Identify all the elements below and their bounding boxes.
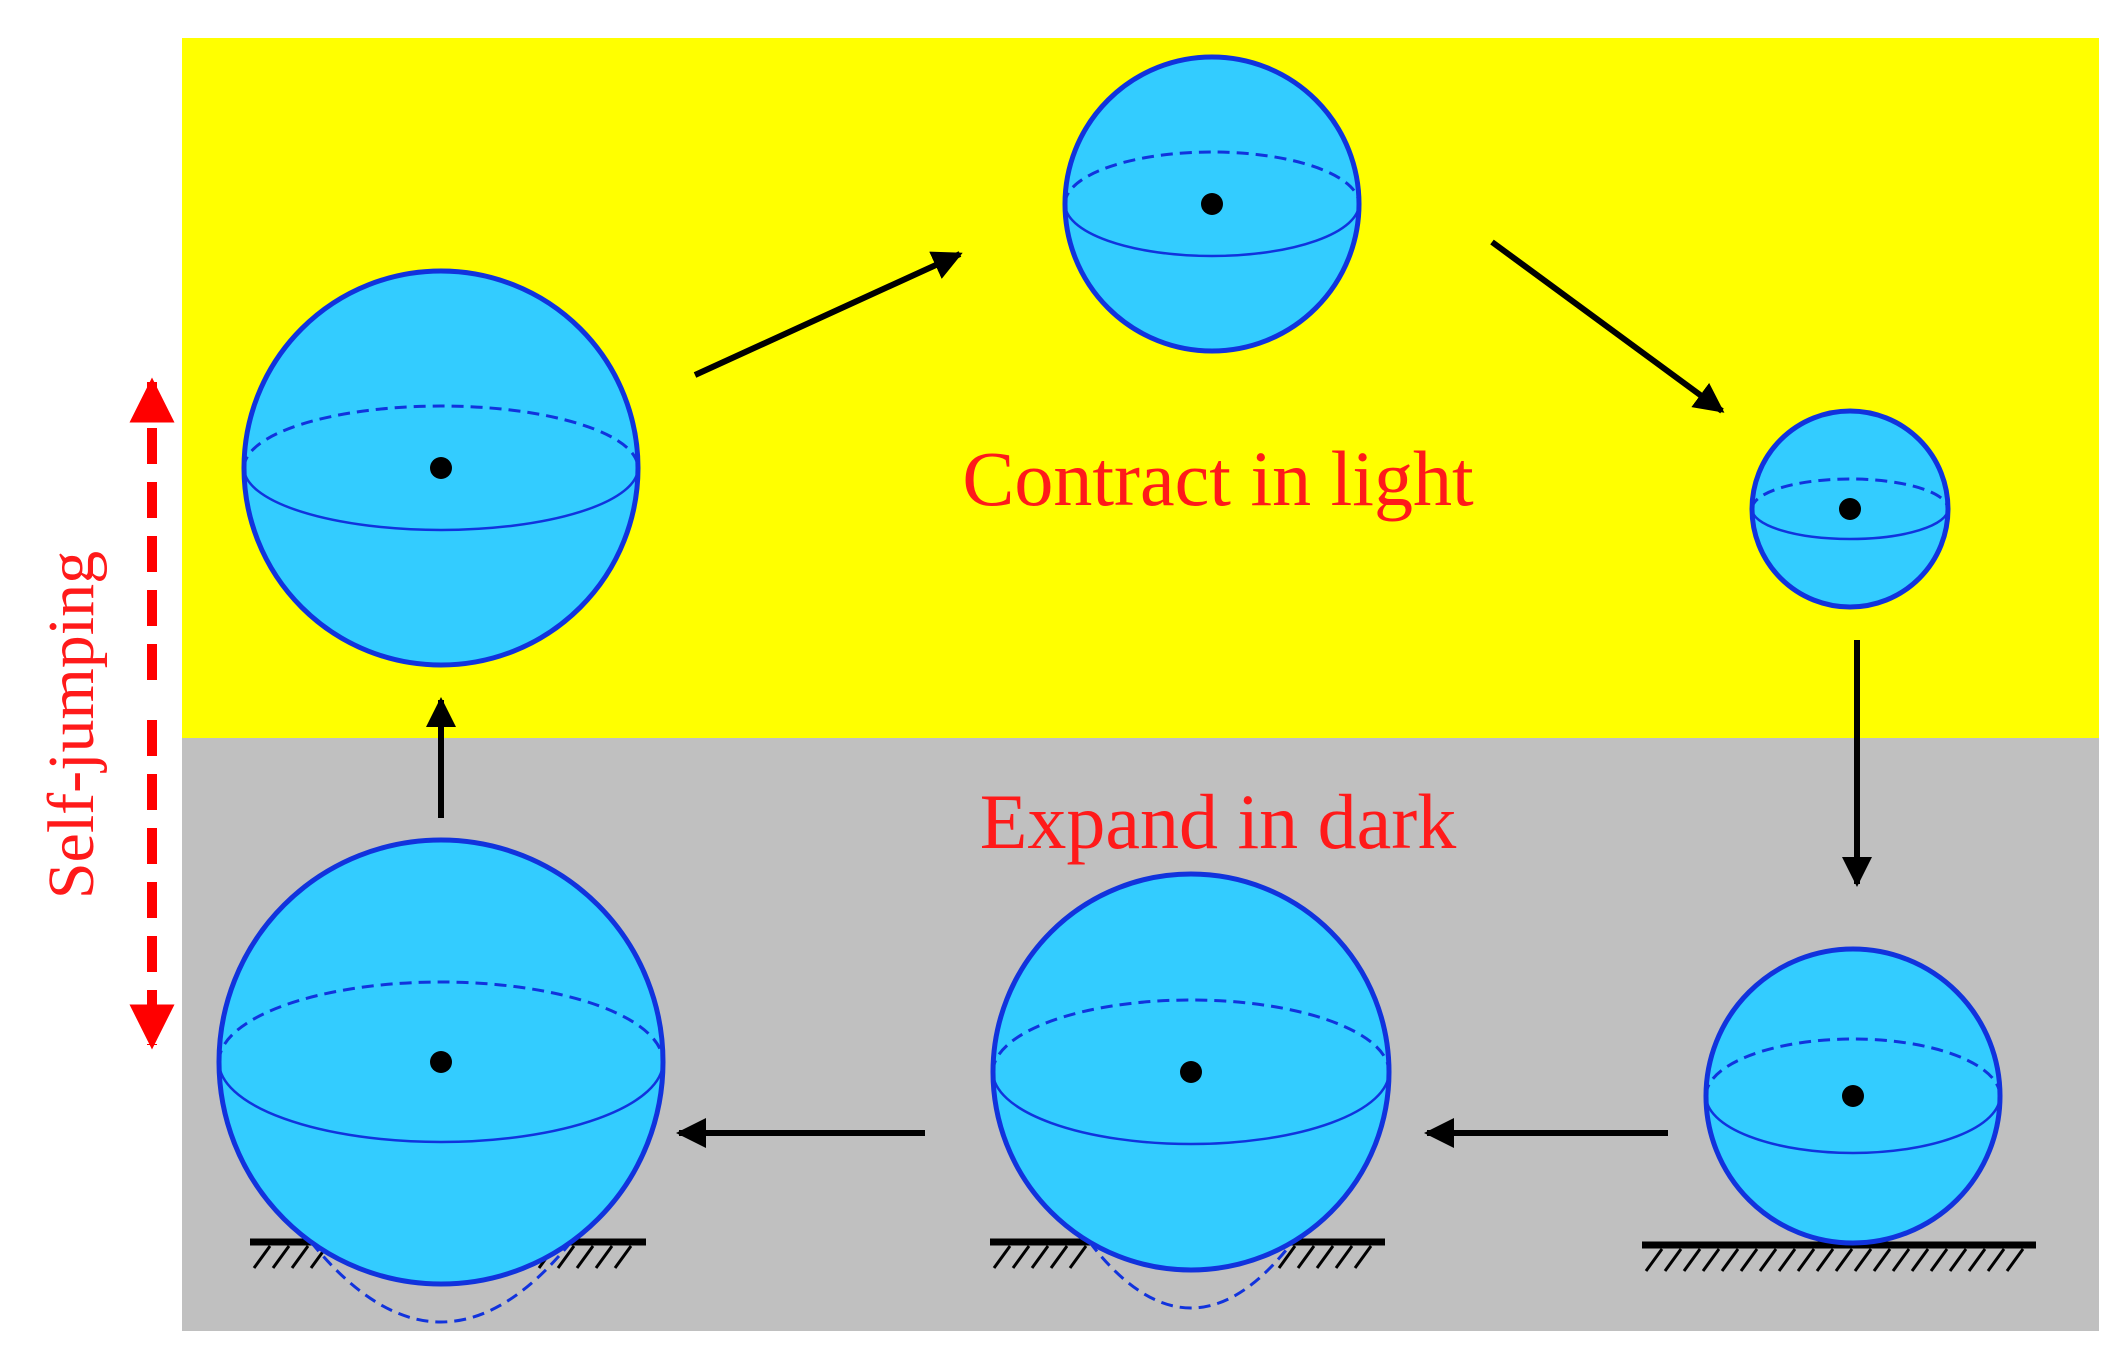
equator-back-dashed	[1063, 150, 1361, 205]
equator-front	[1063, 203, 1361, 258]
self-jumping-indicator: Self-jumping	[35, 377, 175, 1050]
sphere-ground-left	[216, 837, 666, 1324]
equator-front	[217, 1061, 665, 1144]
center-dot	[1842, 1085, 1864, 1107]
center-dot	[1180, 1061, 1202, 1083]
ground-right	[1642, 1241, 2036, 1272]
sphere-small-right	[1749, 408, 1951, 610]
contract-in-light-label: Contract in light	[962, 435, 1474, 522]
expand-in-dark-label: Expand in dark	[980, 778, 1457, 865]
self-jumping-label: Self-jumping	[35, 551, 108, 899]
compressed-outline-dashed	[309, 1241, 573, 1324]
center-dot	[1201, 193, 1223, 215]
sphere-top-center	[1062, 54, 1362, 354]
arrow-to-small-sphere	[1490, 239, 1725, 414]
sphere-top-left	[241, 268, 641, 668]
equator-front	[242, 467, 640, 532]
center-dot	[430, 457, 452, 479]
sphere-ground-right	[1703, 946, 2003, 1246]
sphere-ground-middle	[990, 871, 1392, 1310]
equator-back-dashed	[242, 404, 640, 469]
equator-back-dashed	[217, 980, 665, 1063]
equator-back-dashed	[1750, 477, 1950, 510]
equator-front	[991, 1071, 1391, 1146]
center-dot	[1839, 498, 1861, 520]
equator-front	[1704, 1095, 2002, 1155]
equator-back-dashed	[991, 998, 1391, 1073]
equator-front	[1750, 508, 1950, 541]
arrow-to-top-sphere	[693, 251, 963, 378]
center-dot	[430, 1051, 452, 1073]
compressed-outline-dashed	[1088, 1241, 1294, 1310]
